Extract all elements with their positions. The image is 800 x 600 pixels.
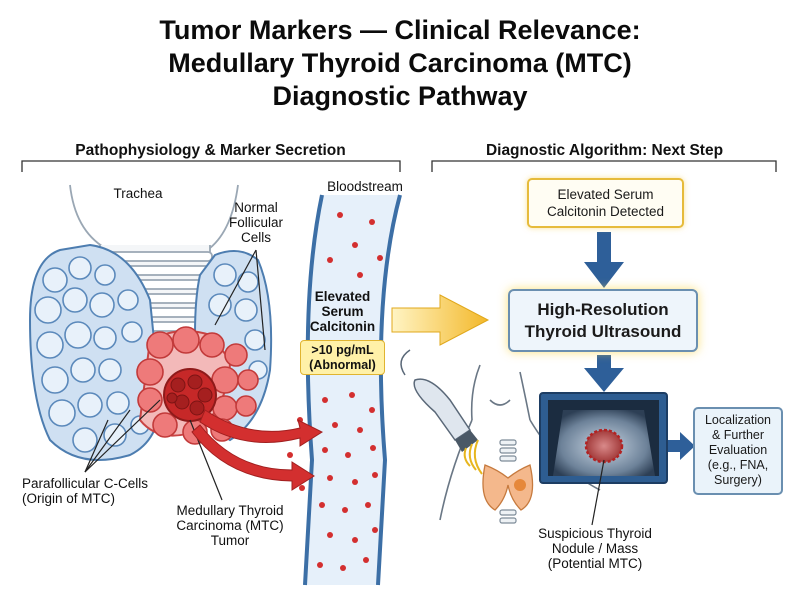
outcome-localization-box: Localization & Further Evaluation (e.g.,…	[693, 407, 783, 495]
step-thyroid-ultrasound-box: High-Resolution Thyroid Ultrasound	[508, 289, 698, 352]
title-line-1: Tumor Markers — Clinical Relevance:	[159, 15, 641, 45]
left-panel-heading: Pathophysiology & Marker Secretion	[75, 142, 346, 159]
flow-arrows	[584, 232, 695, 460]
yellow-transition-arrow	[391, 294, 490, 346]
c-cells-label: Parafollicular C-Cells (Origin of MTC)	[22, 476, 149, 506]
suspicious-nodule-label: Suspicious Thyroid Nodule / Mass (Potent…	[538, 526, 652, 571]
left-heading-bracket	[21, 160, 401, 172]
ultrasound-monitor	[539, 392, 668, 484]
mtc-tumor	[163, 368, 217, 422]
ultrasound-probe-icon	[400, 349, 483, 475]
thyroid-left-lobe	[28, 243, 162, 461]
trachea-label: Trachea	[113, 186, 163, 201]
c-cell-cluster	[136, 326, 259, 445]
bloodstream-label: Bloodstream	[327, 179, 403, 194]
step-elevated-calcitonin-box: Elevated Serum Calcitonin Detected	[527, 178, 684, 228]
suspicious-nodule	[584, 428, 624, 464]
page-title: Tumor Markers — Clinical Relevance: Medu…	[0, 14, 800, 113]
elevated-calcitonin-label: Elevated Serum Calcitonin	[309, 289, 376, 334]
calcitonin-threshold-badge: >10 pg/mL (Abnormal)	[300, 340, 385, 375]
leader-lines-right	[591, 459, 605, 526]
bloodstream-vessel	[287, 194, 402, 586]
title-line-3: Diagnostic Pathway	[272, 81, 528, 111]
right-panel-heading: Diagnostic Algorithm: Next Step	[485, 142, 724, 159]
mtc-tumor-label: Medullary Thyroid Carcinoma (MTC) Tumor	[176, 503, 284, 548]
normal-follicular-cells-label: Normal Follicular Cells	[228, 200, 283, 245]
title-line-2: Medullary Thyroid Carcinoma (MTC)	[168, 48, 632, 78]
thyroid-small-illustration	[482, 439, 534, 524]
right-heading-bracket	[431, 160, 777, 172]
secretion-arrows	[191, 409, 324, 491]
